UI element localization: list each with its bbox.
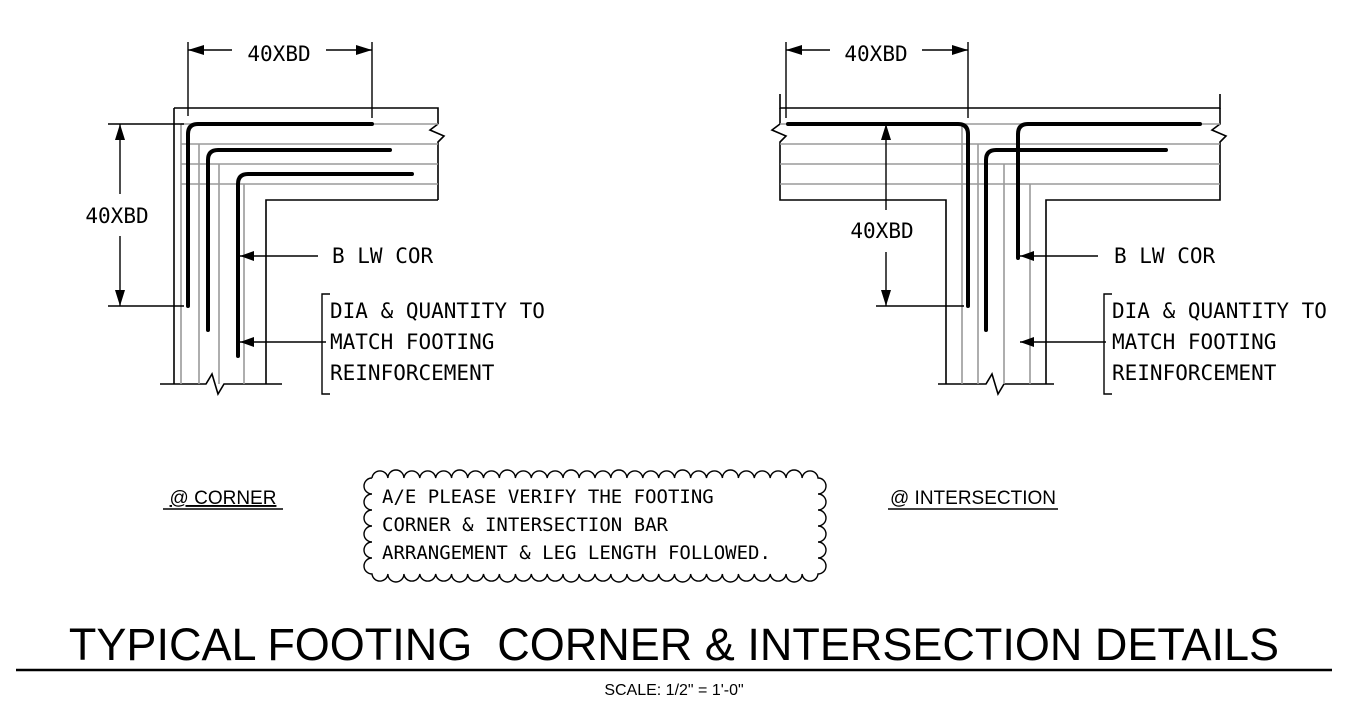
corner-dim-left [108,123,184,307]
corner-bar-note: B LW COR [332,244,434,268]
drawing-scale: SCALE: 1/2" = 1'-0" [604,682,743,699]
intersection-footing-outline [770,94,1228,396]
drawing-title: TYPICAL FOOTING CORNER & INTERSECTION DE… [69,619,1279,670]
corner-dim-left-label: 40XBD [85,204,148,228]
corner-detail: 40XBD 40XBD B LW COR DIA & QUANTITY TO M… [85,42,545,396]
corner-leaders [240,251,330,395]
corner-dim-top-label: 40XBD [247,42,310,66]
corner-dim-top [187,42,373,118]
review-cloud: A/E PLEASE VERIFY THE FOOTING CORNER & I… [363,469,827,583]
review-cloud-line-1: A/E PLEASE VERIFY THE FOOTING [382,486,714,508]
intersection-dim-vertical-label: 40XBD [850,219,913,243]
review-cloud-outline [363,469,827,583]
intersection-dia-note-line-3: REINFORCEMENT [1112,361,1277,385]
intersection-dim-top-label: 40XBD [844,42,907,66]
intersection-bar-note: B LW COR [1114,244,1216,268]
intersection-l-bars [786,122,1202,332]
intersection-dim-vertical [876,124,964,307]
intersection-dia-note-line-2: MATCH FOOTING [1112,330,1276,354]
corner-caption: @ CORNER [170,488,277,509]
corner-l-bars [186,122,414,358]
review-cloud-line-2: CORNER & INTERSECTION BAR [382,514,669,536]
intersection-caption: @ INTERSECTION [890,488,1056,509]
corner-dia-note-line-1: DIA & QUANTITY TO [330,299,545,323]
intersection-leaders [1020,251,1112,395]
intersection-dia-note-line-1: DIA & QUANTITY TO [1112,299,1327,323]
corner-dia-note-line-3: REINFORCEMENT [330,361,495,385]
review-cloud-line-3: ARRANGEMENT & LEG LENGTH FOLLOWED. [382,542,771,564]
intersection-detail: 40XBD 40XBD B LW COR DIA & QUANTITY TO M… [770,42,1327,396]
intersection-dim-top [785,42,969,118]
corner-dia-note-line-2: MATCH FOOTING [330,330,494,354]
